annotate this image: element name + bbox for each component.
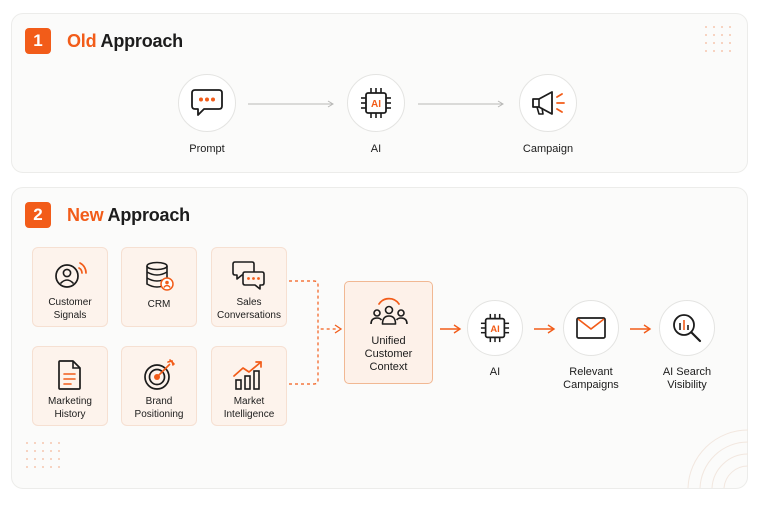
ai-chip-icon: AI: [480, 313, 510, 343]
section-title: New Approach: [67, 205, 190, 226]
arrow-connector: [534, 324, 556, 334]
unified-customer-context-hub: Unified Customer Context: [344, 281, 433, 384]
database-icon: [143, 260, 175, 292]
arrow-connector: [630, 324, 652, 334]
card-label: Market Intelligence: [223, 396, 275, 420]
chip-text: AI: [371, 99, 381, 110]
chat-bubbles-icon: [232, 260, 266, 292]
arrow-connector: [440, 324, 462, 334]
ai-label: AI: [370, 143, 382, 155]
dashed-connector: [289, 280, 343, 385]
target-icon: [142, 359, 176, 391]
prompt-node: [178, 74, 236, 132]
growth-chart-icon: [232, 359, 266, 391]
arrow-connector: [248, 100, 334, 108]
step-number-badge: 2: [25, 202, 51, 228]
ai-search-visibility-node: [659, 300, 715, 356]
step-number-badge: 1: [25, 28, 51, 54]
title-rest: Approach: [96, 31, 184, 51]
decorative-dots: [26, 442, 66, 474]
hub-label: Unified Customer Context: [364, 335, 413, 373]
input-card-market-intelligence: Market Intelligence: [211, 346, 287, 426]
search-chart-icon: [671, 312, 703, 344]
section-title: Old Approach: [67, 31, 183, 52]
ai-output-node: AI: [467, 300, 523, 356]
megaphone-icon: [530, 88, 566, 118]
campaign-node: [519, 74, 577, 132]
campaign-label: Campaign: [522, 143, 574, 155]
input-card-crm: CRM: [121, 247, 197, 327]
arrow-connector: [418, 100, 504, 108]
ai-chip-icon: AI: [360, 87, 392, 119]
user-signal-icon: [52, 260, 88, 292]
title-accent: Old: [67, 31, 97, 51]
card-label: Marketing History: [48, 396, 92, 420]
card-label: Brand Positioning: [134, 396, 184, 420]
ai-node: AI: [347, 74, 405, 132]
title-rest: Approach: [103, 205, 191, 225]
chip-text: AI: [490, 324, 499, 334]
ai-output-label: AI: [489, 366, 501, 378]
input-card-customer-signals: Customer Signals: [32, 247, 108, 327]
title-accent: New: [67, 205, 104, 225]
decorative-arcs: [687, 429, 749, 489]
chat-bubble-icon: [190, 88, 224, 118]
card-label: Sales Conversations: [217, 297, 281, 321]
card-label: CRM: [147, 299, 171, 310]
relevant-campaigns-label: Relevant Campaigns: [563, 366, 619, 391]
input-card-marketing-history: Marketing History: [32, 346, 108, 426]
document-icon: [56, 359, 84, 391]
input-card-brand-positioning: Brand Positioning: [121, 346, 197, 426]
ai-search-visibility-label: AI Search Visibility: [662, 366, 712, 391]
input-card-sales-conversations: Sales Conversations: [211, 247, 287, 327]
envelope-icon: [576, 317, 606, 339]
prompt-label: Prompt: [189, 143, 225, 155]
relevant-campaigns-node: [563, 300, 619, 356]
new-approach-panel: 2 New Approach: [11, 187, 749, 489]
people-group-icon: [368, 296, 410, 326]
decorative-dots: [705, 26, 737, 58]
card-label: Customer Signals: [48, 297, 92, 321]
